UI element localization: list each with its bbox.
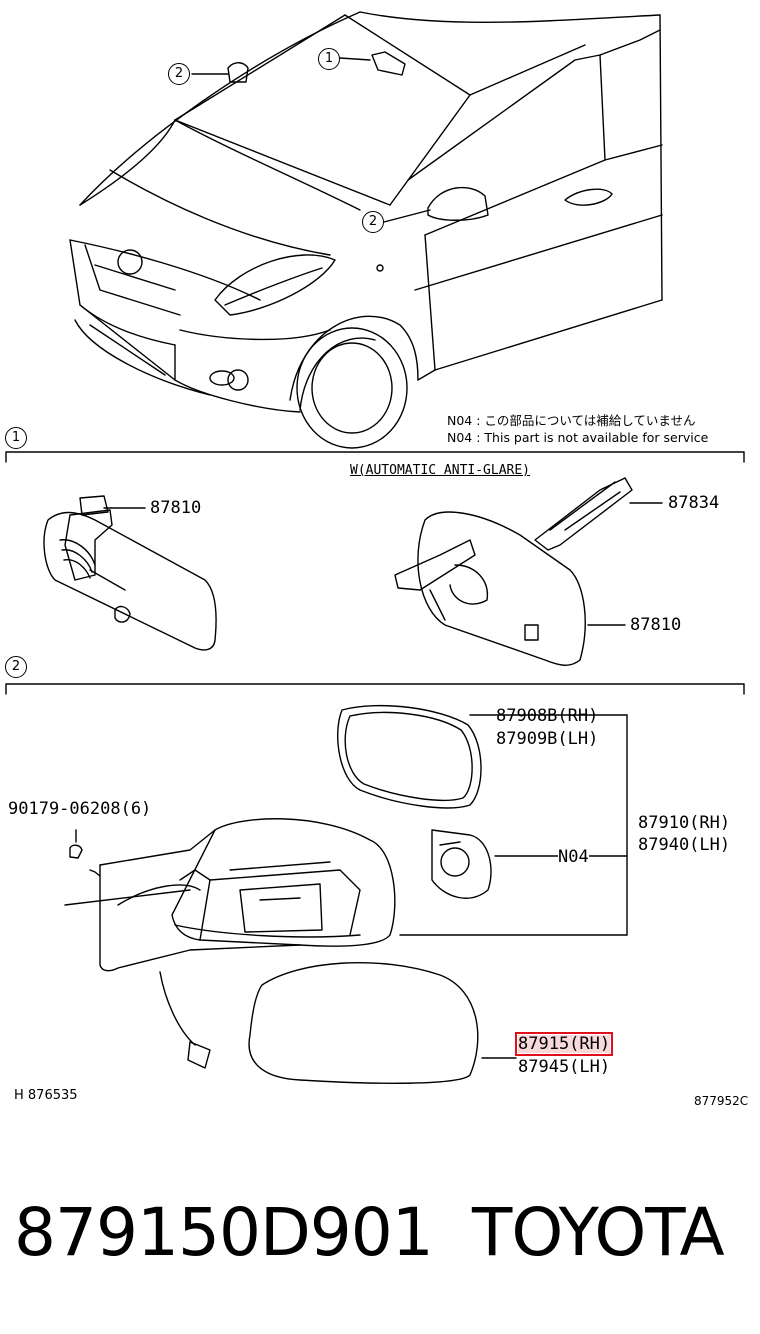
note-english: N04 : This part is not available for ser… (447, 430, 709, 445)
part-label-87908b: 87908B(RH) (496, 706, 599, 726)
part-label-87834: 87834 (668, 493, 720, 513)
note-japanese: N04 : この部品については補給していません (447, 413, 696, 428)
mirror-glass (336, 704, 628, 809)
section-2-bracket (5, 683, 745, 695)
outer-mirror-assembly (64, 818, 628, 1069)
part-label-87810-right: 87810 (630, 615, 682, 635)
part-label-screw: 90179-06208(6) (8, 799, 152, 819)
diagram-code-right: 877952C (694, 1094, 749, 1108)
part-label-87945: 87945(LH) (518, 1057, 611, 1077)
part-label-87810-left: 87810 (150, 498, 202, 518)
part-label-87909b: 87909B(LH) (496, 729, 599, 749)
brand-title: TOYOTA (472, 1194, 725, 1271)
inner-mirror-standard (43, 495, 217, 651)
section-callout-2: 2 (5, 656, 27, 678)
car-illustration (69, 11, 663, 449)
variant-label: W(AUTOMATIC ANTI-GLARE) (350, 463, 531, 478)
inner-mirror-anti-glare (394, 477, 663, 666)
part-number-title: 879150D901 (14, 1194, 434, 1271)
section-1-bracket (5, 451, 745, 463)
mirror-actuator (431, 829, 628, 899)
callout-1: 1 (318, 48, 340, 70)
callout-2: 2 (168, 63, 190, 85)
section-callout-1: 1 (5, 427, 27, 449)
callout-2: 2 (362, 211, 384, 233)
parts-diagram (5, 11, 745, 1084)
part-label-87915-highlighted[interactable]: 87915(RH) (514, 1032, 614, 1056)
part-label-87910: 87910(RH) (638, 813, 731, 833)
diagram-code-left: H 876535 (14, 1088, 78, 1103)
mirror-cover (248, 961, 517, 1084)
part-label-87940: 87940(LH) (638, 835, 731, 855)
part-label-n04: N04 (558, 847, 589, 867)
